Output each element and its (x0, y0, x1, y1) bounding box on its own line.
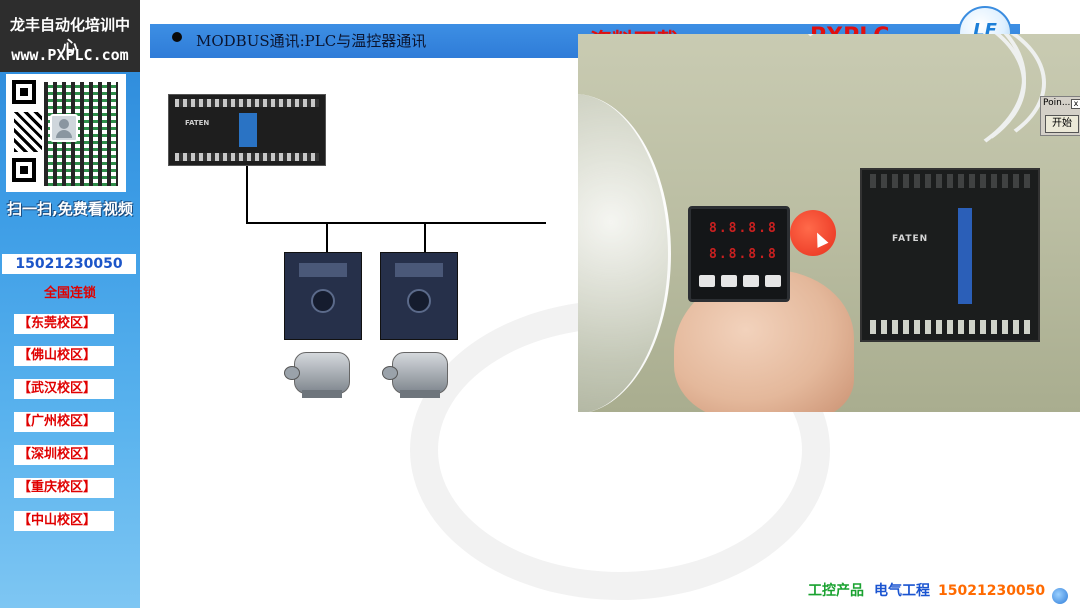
motor-1-image (284, 346, 354, 402)
motor-1-shaft (284, 366, 300, 380)
wire-vfd2 (424, 222, 426, 252)
brand-website[interactable]: www.PXPLC.com (11, 46, 129, 64)
campus-foshan[interactable]: 【佛山校区】 (14, 346, 114, 366)
inverter-2-knob (407, 289, 431, 313)
motor-1-base (302, 390, 342, 398)
pointer-tool-window[interactable]: Poin... x 开始 (1040, 96, 1080, 136)
plc-terminal-strip-top (175, 99, 319, 107)
wire-plc-down (246, 166, 248, 224)
corner-dot-icon (1052, 588, 1068, 604)
motor-1-body (294, 352, 350, 394)
motor-2-image (382, 346, 452, 402)
plc-status-window (239, 113, 257, 147)
promo-sidebar: 龙丰自动化培训中心 www.PXPLC.com 扫一扫,免费看视频 150212… (0, 0, 140, 608)
video-plc-unit: FATEN (860, 168, 1040, 342)
plc-terminal-strip-bottom (175, 153, 319, 161)
video-plc-terminals-bottom (870, 320, 1030, 334)
pointer-highlight (790, 210, 836, 256)
phone-box: 15021230050 (2, 254, 136, 274)
bullet-icon (172, 32, 182, 42)
inverter-1-knob (311, 289, 335, 313)
slide-title: MODBUS通讯:PLC与温控器通讯 (196, 32, 427, 50)
plc-unit-image: FATEN (168, 94, 326, 166)
controller-up-button (765, 275, 781, 287)
controller-down-button (743, 275, 759, 287)
pointer-tool-title: Poin... (1043, 98, 1071, 108)
controller-display-pv: 8.8.8.8 (709, 221, 778, 236)
controller-set-button (699, 275, 715, 287)
campus-wuhan[interactable]: 【武汉校区】 (14, 379, 114, 399)
brand-title: 龙丰自动化培训中心 (9, 16, 130, 55)
inverter-1-display (299, 263, 347, 277)
motor-2-body (392, 352, 448, 394)
qr-finder-top-left (12, 80, 36, 104)
chain-label: 全国连锁 (43, 286, 96, 301)
slide-footer: 工控产品电气工程 15021230050 (808, 580, 1045, 600)
plc-brand-label: FATEN (185, 119, 210, 127)
campus-dongguan[interactable]: 【东莞校区】 (14, 314, 114, 334)
qr-finder-bottom-left (12, 158, 36, 182)
inverter-2-image (380, 252, 458, 340)
scan-prompt: 扫一扫,免费看视频 (7, 200, 133, 218)
phone-number: 15021230050 (15, 256, 123, 272)
pointer-tool-start-button[interactable]: 开始 (1045, 115, 1079, 133)
inverter-1-image (284, 252, 362, 340)
avatar-icon (50, 114, 78, 142)
video-plc-brand: FATEN (892, 234, 929, 244)
wire-vfd1 (326, 222, 328, 252)
pointer-tool-close-button[interactable]: x (1071, 99, 1080, 109)
wire-bus (246, 222, 546, 224)
controller-display-sv: 8.8.8.8 (709, 247, 778, 262)
campus-guangzhou[interactable]: 【广州校区】 (14, 412, 114, 432)
qr-code-image (6, 74, 126, 192)
campus-shenzhen[interactable]: 【深圳校区】 (14, 445, 114, 465)
motor-2-shaft (382, 366, 398, 380)
presentation-slide: MODBUS通讯:PLC与温控器通讯 资料下载 PXPLC LF FATEN (140, 0, 1080, 608)
video-glass-bowl (578, 94, 671, 412)
embedded-video-frame[interactable]: FATEN 8.8.8.8 8.8.8.8 (578, 34, 1080, 412)
controller-shift-button (721, 275, 737, 287)
brand-box: 龙丰自动化培训中心 www.PXPLC.com (0, 0, 140, 72)
qr-pattern-left (14, 112, 42, 152)
footer-phone: 15021230050 (938, 583, 1046, 599)
video-plc-status-panel (958, 208, 972, 304)
campus-chongqing[interactable]: 【重庆校区】 (14, 478, 114, 498)
campus-zhongshan[interactable]: 【中山校区】 (14, 511, 114, 531)
video-plc-terminals-top (870, 174, 1030, 188)
motor-2-base (400, 390, 440, 398)
inverter-2-display (395, 263, 443, 277)
video-temperature-controller: 8.8.8.8 8.8.8.8 (688, 206, 790, 302)
footer-products: 工控产品 (808, 583, 864, 599)
footer-engineering: 电气工程 (874, 583, 930, 599)
